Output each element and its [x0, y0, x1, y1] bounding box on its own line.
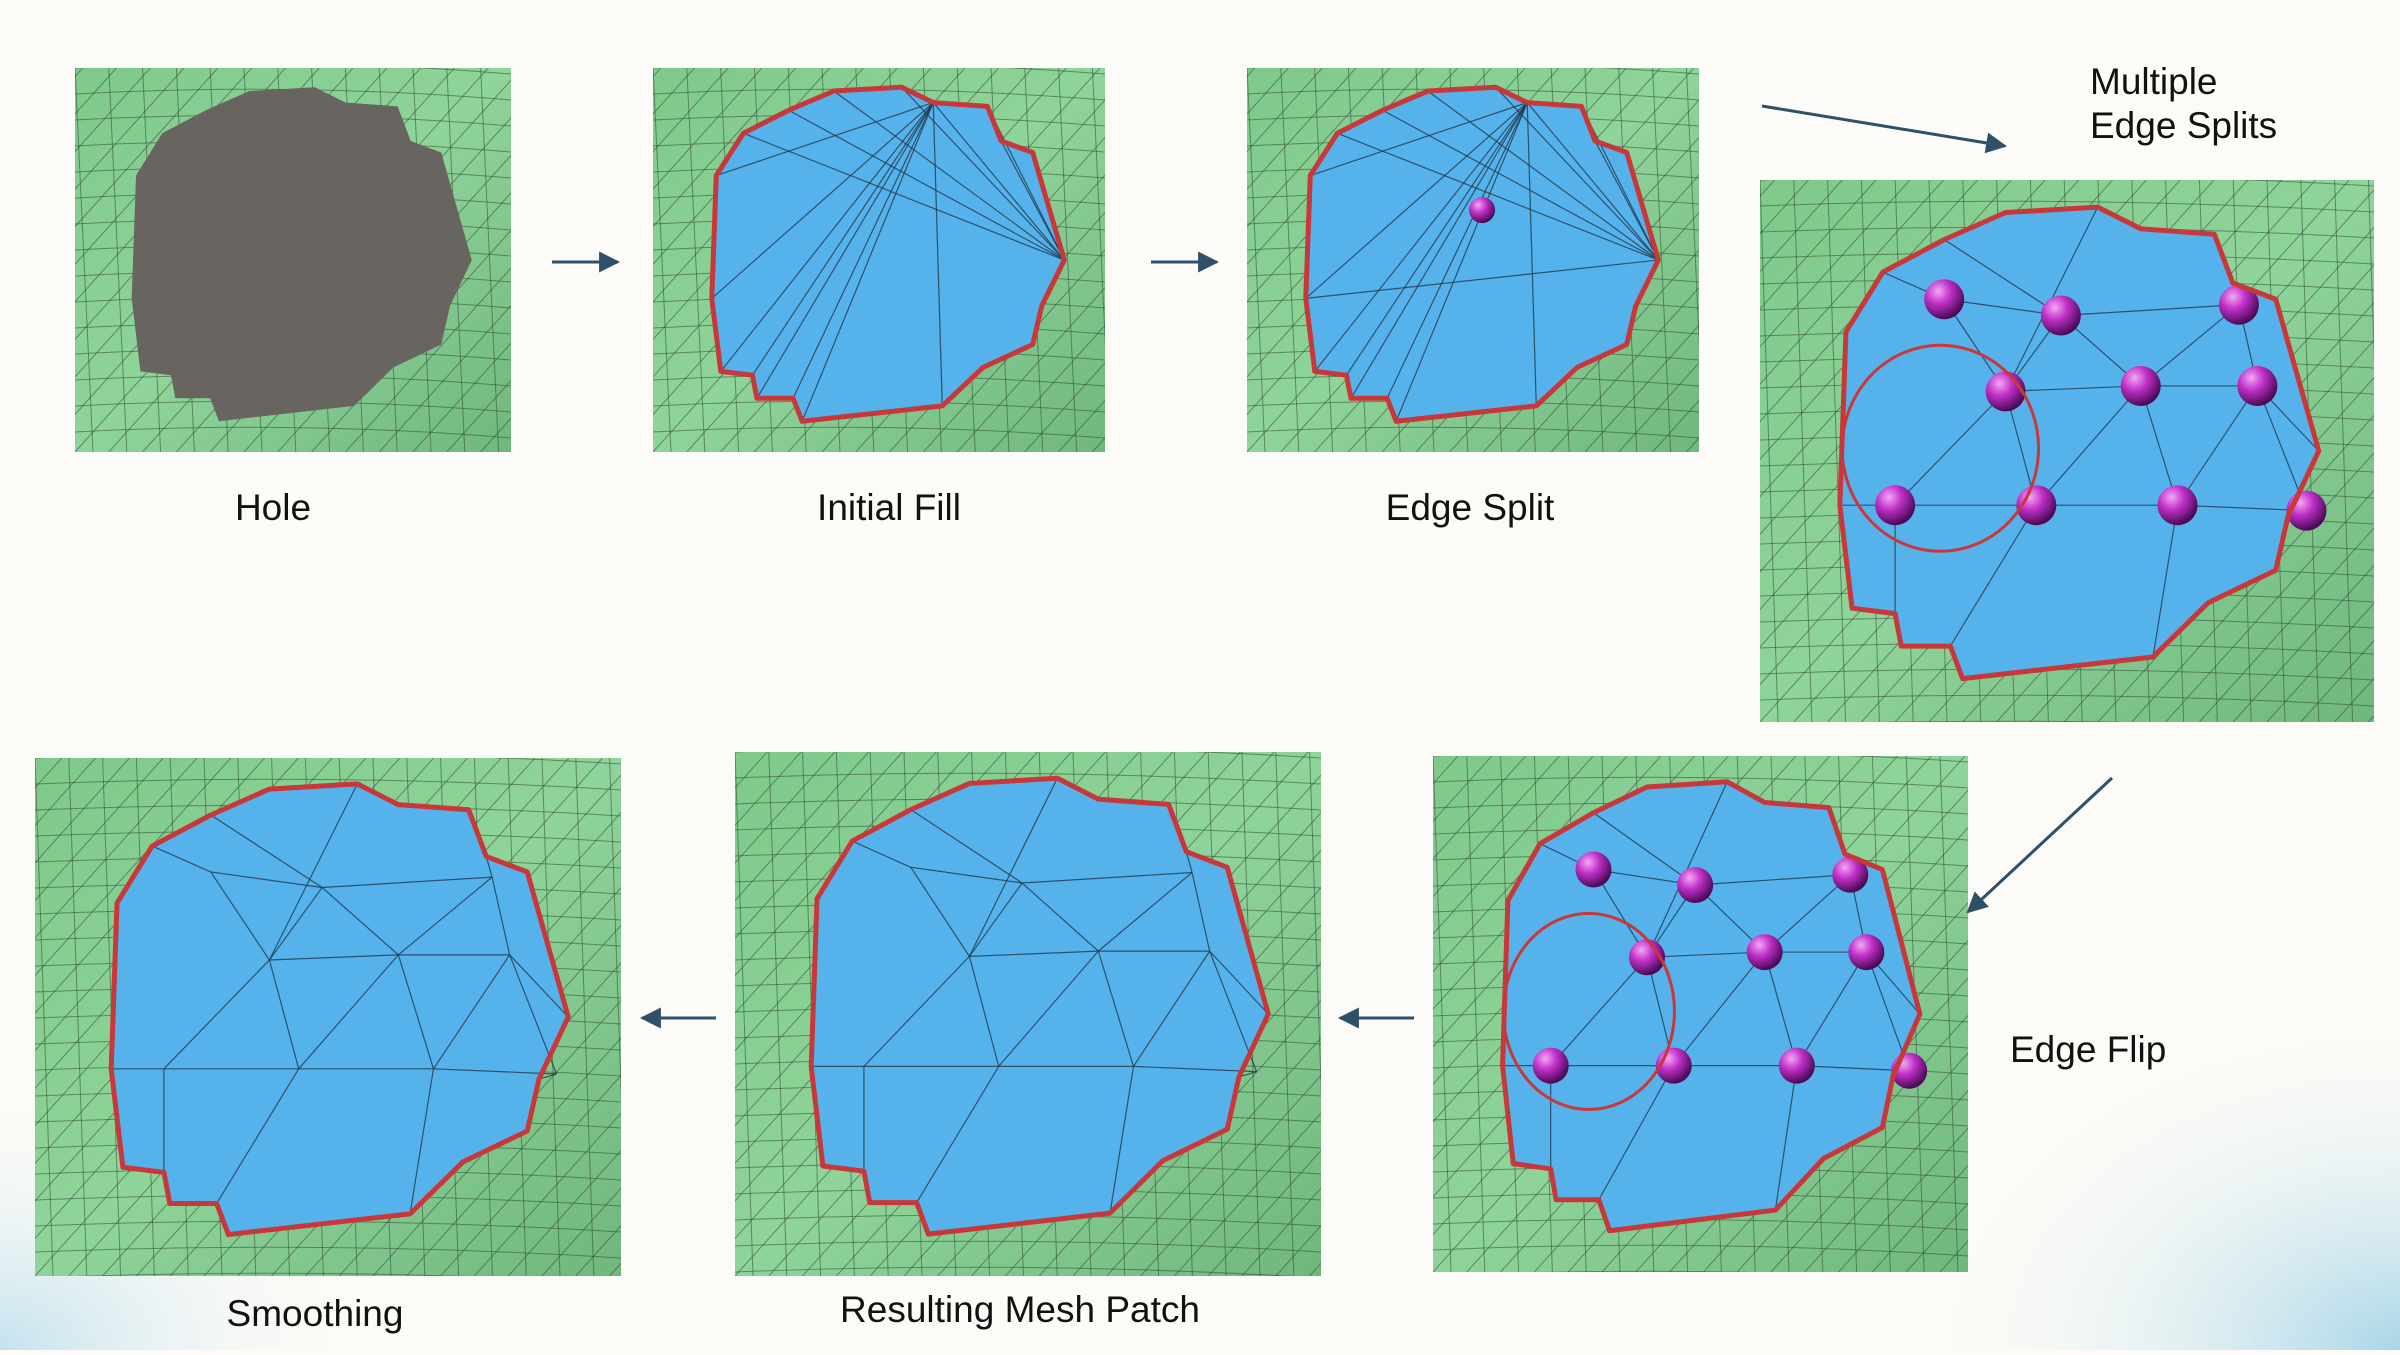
boundary-loop	[1303, 84, 1661, 424]
vertex-sphere	[2040, 295, 2081, 336]
panel-resulting-mesh-patch	[735, 752, 1321, 1276]
patch-fill	[711, 87, 1065, 422]
label-hole: Hole	[234, 487, 312, 528]
vertex-sphere	[1575, 851, 1612, 888]
boundary-loop	[808, 775, 1271, 1237]
vertex-sphere	[2157, 485, 2198, 526]
vertex-sphere	[2218, 284, 2259, 325]
label-initial-fill: Initial Fill	[817, 487, 961, 528]
panel-edge-flip	[1433, 756, 1968, 1272]
arrow-split-to-multiple	[1761, 104, 2008, 154]
label-multiple-edge-splits: Multiple Edge Splits	[2090, 60, 2277, 149]
patch-triangles	[1305, 86, 1659, 422]
boundary-loop	[709, 84, 1067, 424]
label-edge-split: Edge Split	[1385, 487, 1555, 528]
vertex-sphere	[1875, 485, 1916, 526]
patch-fill	[111, 783, 569, 1235]
panel-edge-split	[1247, 68, 1699, 452]
panel-hole	[75, 68, 511, 452]
panel-multiple-edge-splits	[1760, 180, 2374, 722]
vertex-sphere	[2237, 365, 2278, 406]
vertex-sphere	[1848, 934, 1885, 971]
boundary-loop	[1837, 204, 2322, 682]
patch-fill	[1839, 207, 2319, 679]
boundary-loop	[1500, 779, 1923, 1234]
vertex-sphere	[1746, 934, 1783, 971]
label-multiple-edge-splits-line2: Edge Splits	[2090, 105, 2278, 147]
patch-triangles	[811, 777, 1269, 1214]
vertex-sphere	[1832, 856, 1869, 893]
vertex-sphere	[1677, 867, 1714, 903]
panel-initial-fill	[653, 68, 1105, 452]
arrow-multiple-to-flip	[1966, 776, 2114, 914]
vertex-sphere	[1985, 371, 2026, 412]
boundary-loop	[108, 781, 571, 1238]
label-resulting-mesh-patch: Resulting Mesh Patch	[840, 1289, 1200, 1330]
vertex-sphere	[1924, 279, 1965, 320]
label-multiple-edge-splits-line1: Multiple	[2090, 61, 2218, 102]
hole-region	[131, 87, 472, 422]
vertex-sphere	[2120, 365, 2161, 406]
label-edge-flip: Edge Flip	[2010, 1029, 2167, 1070]
vertex-sphere	[1532, 1047, 1569, 1084]
split-vertex	[1469, 197, 1496, 224]
vertex-sphere	[1778, 1047, 1815, 1084]
panel-smoothing	[35, 758, 621, 1276]
patch-fill	[1502, 781, 1920, 1231]
patch-fill	[811, 778, 1269, 1235]
patch-fill	[1305, 87, 1659, 422]
label-smoothing: Smoothing	[226, 1293, 404, 1334]
patch-triangles	[711, 86, 1065, 422]
corner-glow-right	[1900, 1000, 2400, 1350]
